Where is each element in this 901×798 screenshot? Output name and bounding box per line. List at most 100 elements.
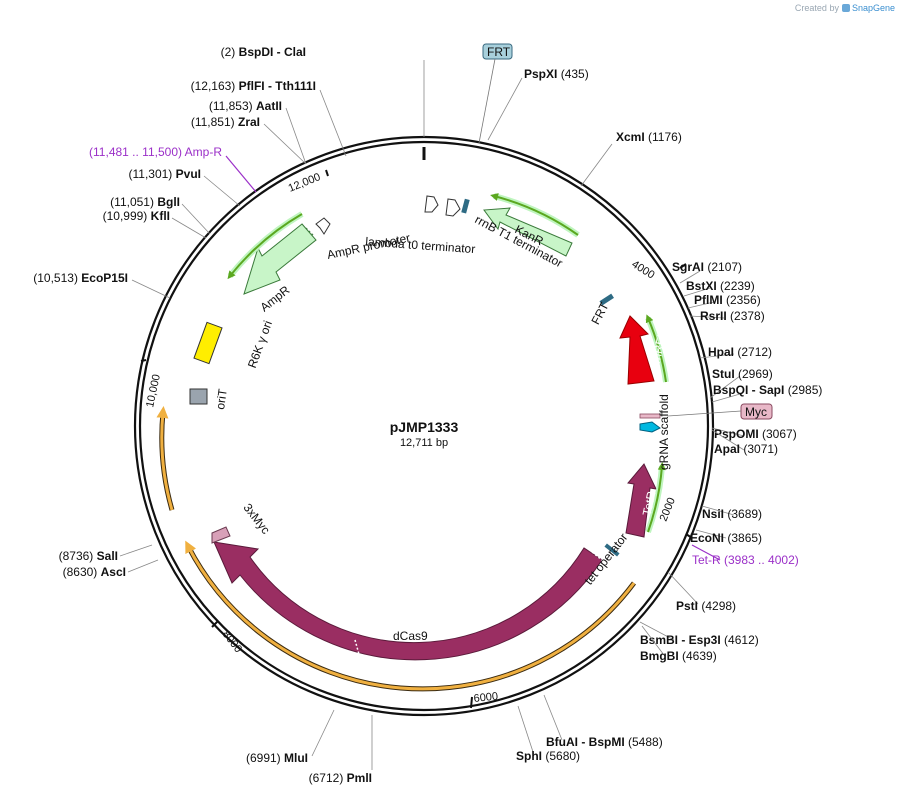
site-leader-bsmbi-esp3i (639, 621, 675, 641)
myc-tag (740, 403, 773, 420)
site-label-pflfi-tth111i: (12,163) PflFI - Tth111I (191, 79, 316, 93)
site-leader-nsii (701, 505, 735, 516)
site-label-nsii: NsiI (3689) (702, 507, 762, 521)
mrfp1-arrow (619, 315, 655, 385)
site-pos-sgrai: (2107) (707, 260, 742, 274)
site-label-sali: (8736) SalI (59, 549, 118, 563)
site-pos-psti: (4298) (701, 599, 736, 613)
site-name-pflfi-tth111i: PflFI - Tth111I (239, 79, 316, 93)
site-pos-tet-r: (3983 .. 4002) (724, 553, 799, 567)
orit-box (189, 388, 208, 405)
site-leader-bgli (181, 203, 211, 235)
site-pos-aatii: (11,853) (209, 99, 253, 113)
site-label-bmgbi: BmgBI (4639) (640, 649, 717, 663)
myc-small-box (639, 413, 661, 419)
site-name-ecop15i: EcoP15I (81, 271, 128, 285)
site-leader-kfli (171, 217, 207, 239)
site-name-amp-r: Amp-R (185, 145, 223, 159)
site-leader-econi (695, 529, 727, 539)
site-name-sphi: SphI (516, 749, 542, 763)
tick-label-4: 10,000 (144, 373, 163, 408)
site-name-mlui: MluI (284, 751, 308, 765)
site-name-sgrai: SgrAI (672, 260, 704, 274)
tet-operator-box (604, 543, 620, 557)
site-label-asci: (8630) AscI (63, 565, 126, 579)
site-leader-sgrai (679, 270, 701, 284)
site-label-bspdi-clai: (2) BspDI - ClaI (221, 45, 306, 59)
lambda-terminator-arrow (424, 195, 439, 213)
site-leader-stui (709, 375, 741, 399)
site-leader-bfuai-bspmi (543, 694, 563, 741)
site-name-nsii: NsiI (702, 507, 724, 521)
ampr-divider (305, 227, 315, 237)
tick-mark-4 (140, 359, 147, 362)
site-pos-sali: (8736) (59, 549, 94, 563)
site-name-zrai: ZraI (238, 115, 260, 129)
site-leader-asci (127, 559, 159, 573)
site-name-asci: AscI (101, 565, 126, 579)
tetr-green-arc-line (647, 462, 666, 533)
site-label-amp-r: (11,481 .. 11,500) Amp-R (89, 145, 222, 159)
site-pos-econi: (3865) (727, 531, 762, 545)
site-pos-pvui: (11,301) (129, 167, 173, 181)
site-pos-amp-r: (11,481 .. 11,500) (89, 145, 182, 159)
site-name-bspdi-clai: BspDI - ClaI (239, 45, 306, 59)
site-leader-sphi (517, 705, 535, 756)
site-pos-stui: (2969) (738, 367, 773, 381)
site-pos-rsrii: (2378) (730, 309, 765, 323)
site-pos-kfli: (10,999) (103, 209, 148, 223)
grna-scaffold-arrow (639, 421, 661, 433)
site-pos-nsii: (3689) (727, 507, 762, 521)
site-label-tet-r: Tet-R (3983 .. 4002) (692, 553, 799, 567)
frt-top-leader (478, 58, 496, 144)
site-pos-bgli: (11,051) (110, 195, 154, 209)
site-name-bmgbi: BmgBI (640, 649, 679, 663)
site-label-ecop15i: (10,513) EcoP15I (33, 271, 128, 285)
site-label-pspomi: PspOMI (3067) (714, 427, 797, 441)
tick-label-2: 6000 (473, 690, 499, 704)
site-label-xcmi: XcmI (1176) (616, 130, 682, 144)
site-pos-bspdi-clai: (2) (221, 45, 236, 59)
site-label-bsmbi-esp3i: BsmBI - Esp3I (4612) (640, 633, 759, 647)
sites-group: (2) BspDI - ClaI PspXI (435) XcmI (1176) Sg… (33, 45, 822, 785)
ampr-arrow (243, 223, 317, 295)
3xmyc-arrow (211, 526, 231, 544)
site-pos-pflfi-tth111i: (12,163) (191, 79, 236, 93)
site-label-bgli: (11,051) BglI (110, 195, 180, 209)
site-leader-bspqi-sapi (711, 393, 741, 403)
frt-right-label: FRT (588, 299, 612, 327)
r6k-ori-label: R6K γ ori (245, 319, 275, 370)
site-leader-ecop15i (131, 279, 171, 299)
site-label-rsrii: RsrII (2378) (700, 309, 765, 323)
kanr-green-arc-line (490, 193, 579, 236)
myc-leader (667, 410, 742, 417)
site-leader-pvui (203, 175, 241, 207)
site-label-bspqi-sapi: BspQI - SapI (2985) (713, 383, 822, 397)
site-pos-bstxi: (2239) (720, 279, 755, 293)
site-leader-tet-r (691, 544, 721, 561)
site-name-bstxi: BstXI (686, 279, 717, 293)
frt-top-box (461, 198, 470, 214)
tetr-arrow (625, 463, 657, 538)
site-leader-pspxi (487, 77, 523, 141)
site-pos-sphi: (5680) (545, 749, 580, 763)
site-name-bsmbi-esp3i: BsmBI - Esp3I (640, 633, 721, 647)
site-leader-mlui (311, 709, 335, 757)
site-label-mlui: (6991) MluI (246, 751, 308, 765)
site-label-pmli: (6712) PmlI (309, 771, 372, 785)
site-label-bstxi: BstXI (2239) (686, 279, 755, 293)
site-label-sphi: SphI (5680) (516, 749, 580, 763)
tetr-label: TetR (640, 490, 659, 517)
site-label-stui: StuI (2969) (712, 367, 773, 381)
site-label-pspxi: PspXI (435) (524, 67, 589, 81)
tick-mark-2 (470, 696, 473, 709)
site-label-apai: ApaI (3071) (714, 442, 778, 456)
site-name-pflmi: PflMI (694, 293, 723, 307)
site-pos-apai: (3071) (743, 442, 778, 456)
tick-mark-5 (325, 169, 329, 177)
site-pos-pspomi: (3067) (762, 427, 797, 441)
frt-right-box (599, 293, 614, 306)
site-pos-hpai: (2712) (737, 345, 772, 359)
